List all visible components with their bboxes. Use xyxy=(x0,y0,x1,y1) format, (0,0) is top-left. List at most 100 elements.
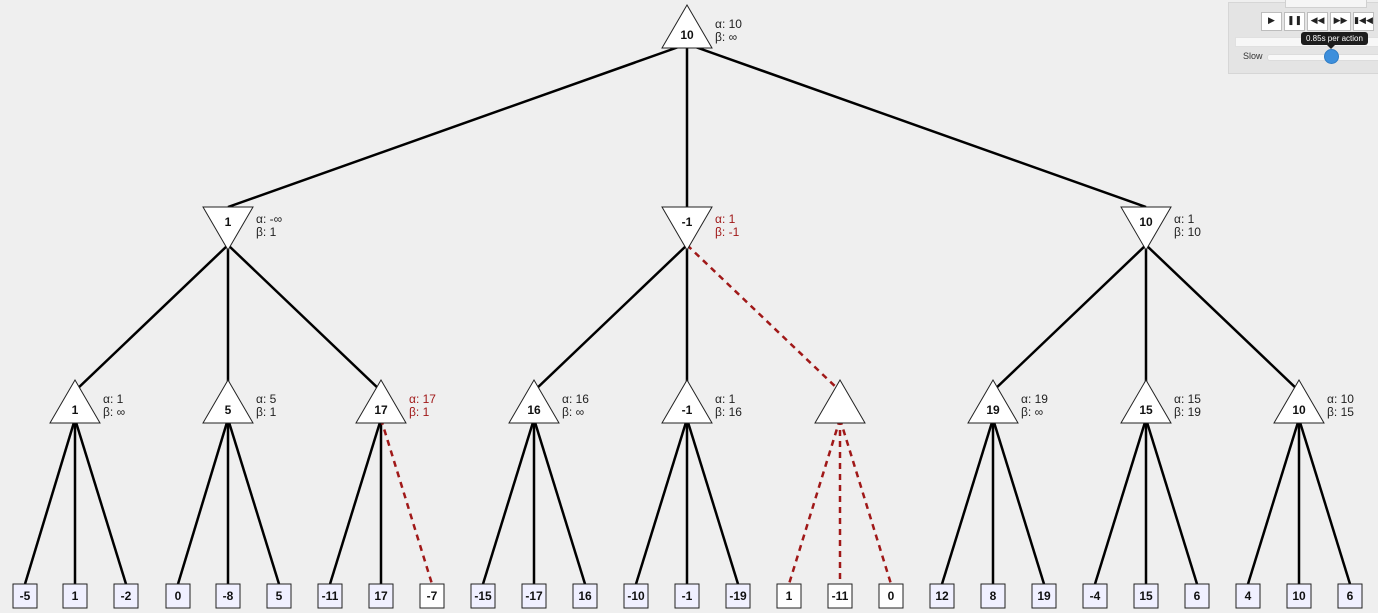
edge-min-1-to-max-3 xyxy=(533,244,688,392)
edge-max-3-to-leaf-11 xyxy=(532,418,587,585)
max-node-1-max-triangle xyxy=(202,379,254,424)
max-node-8-value: 10 xyxy=(1292,403,1306,417)
max-node-0-alpha: α: 1 xyxy=(103,392,124,406)
leaf-25-box xyxy=(1286,583,1312,609)
edge-max-4-to-leaf-12 xyxy=(634,418,689,585)
leaf-3-box xyxy=(165,583,191,609)
leaf-26-value: 6 xyxy=(1347,589,1354,603)
pause-icon: ❚❚ xyxy=(1286,16,1303,26)
leaf-21-value: -4 xyxy=(1090,589,1101,603)
leaf-16-value: -11 xyxy=(832,589,849,603)
min-node-2-value: 10 xyxy=(1139,215,1153,229)
leaf-23-box xyxy=(1184,583,1210,609)
edge-max-5-to-leaf-15 xyxy=(787,418,842,585)
skip-to-end-icon: ▮◀◀ xyxy=(1354,16,1373,26)
leaf-4-box xyxy=(215,583,241,609)
leaf-24-value: 4 xyxy=(1245,589,1252,603)
speed-slider-track[interactable] xyxy=(1267,54,1378,61)
max-node-1-beta: β: 1 xyxy=(256,405,277,419)
max-node-6-alpha: α: 19 xyxy=(1021,392,1048,406)
min-node-1-alpha: α: 1 xyxy=(715,212,736,226)
leaf-19-box xyxy=(980,583,1006,609)
leaf-18-value: 12 xyxy=(935,589,949,603)
playback-button-row: ▶ ❚❚ ◀◀ ▶▶ ▮◀◀ xyxy=(1261,12,1374,31)
edge-min-1-to-max-5 xyxy=(686,244,841,392)
leaf-20-box xyxy=(1031,583,1057,609)
max-node-1-value: 5 xyxy=(225,403,232,417)
max-node-0-max-triangle xyxy=(49,379,101,424)
leaf-20-value: 19 xyxy=(1037,589,1051,603)
leaf-24-box xyxy=(1235,583,1261,609)
pause-button[interactable]: ❚❚ xyxy=(1284,12,1305,31)
max-node-7-value: 15 xyxy=(1139,403,1153,417)
leaf-4-value: -8 xyxy=(223,589,234,603)
min-node-2-alpha: α: 1 xyxy=(1174,212,1195,226)
leaf-11-box xyxy=(572,583,598,609)
edge-max-0-to-leaf-2 xyxy=(73,418,128,585)
step-forward-button[interactable]: ▶▶ xyxy=(1330,12,1351,31)
step-forward-icon: ▶▶ xyxy=(1333,16,1348,26)
play-button[interactable]: ▶ xyxy=(1261,12,1282,31)
edge-max-0-to-leaf-0 xyxy=(23,418,77,585)
max-node-4-beta: β: 16 xyxy=(715,405,742,419)
leaf-6-box xyxy=(317,583,343,609)
max-node-8-max-triangle xyxy=(1273,379,1325,424)
max-node-2-value: 17 xyxy=(374,403,388,417)
leaf-2-value: -2 xyxy=(121,589,132,603)
leaf-7-box xyxy=(368,583,394,609)
leaf-12-value: -10 xyxy=(627,589,645,603)
max-node-3-alpha: α: 16 xyxy=(562,392,589,406)
edge-max-3-to-leaf-9 xyxy=(481,418,536,585)
playback-controls: ▶ ❚❚ ◀◀ ▶▶ ▮◀◀ 0.85s per action Slow xyxy=(1228,0,1378,74)
min-node-0-beta: β: 1 xyxy=(256,225,277,239)
leaf-10-value: -17 xyxy=(525,589,543,603)
leaf-2-box xyxy=(113,583,139,609)
leaf-26-box xyxy=(1337,583,1363,609)
speed-tooltip: 0.85s per action xyxy=(1301,32,1368,49)
leaf-12-box xyxy=(623,583,649,609)
step-back-button[interactable]: ◀◀ xyxy=(1307,12,1328,31)
max-node-8-alpha: α: 10 xyxy=(1327,392,1354,406)
edge-max-7-to-leaf-21 xyxy=(1093,418,1148,585)
edge-max-6-to-leaf-20 xyxy=(991,418,1046,585)
max-node-2-beta: β: 1 xyxy=(409,405,430,419)
speed-slider-thumb[interactable] xyxy=(1324,49,1339,64)
leaf-13-value: -1 xyxy=(682,589,693,603)
leaf-16-box xyxy=(827,583,853,609)
min-node-0-alpha: α: -∞ xyxy=(256,212,282,226)
controls-top-bar xyxy=(1285,0,1367,8)
step-back-icon: ◀◀ xyxy=(1310,16,1325,26)
root-node-alpha: α: 10 xyxy=(715,17,742,31)
max-node-1-alpha: α: 5 xyxy=(256,392,277,406)
skip-to-end-button[interactable]: ▮◀◀ xyxy=(1353,12,1374,31)
edge-max-8-to-leaf-26 xyxy=(1297,418,1352,585)
leaf-21-box xyxy=(1082,583,1108,609)
edge-min-0-to-max-2 xyxy=(227,244,382,392)
max-node-6-beta: β: ∞ xyxy=(1021,405,1043,419)
leaf-15-box xyxy=(776,583,802,609)
leaf-1-value: 1 xyxy=(72,589,79,603)
edge-max-1-to-leaf-3 xyxy=(176,418,230,585)
max-node-3-value: 16 xyxy=(527,403,541,417)
leaf-17-box xyxy=(878,583,904,609)
leaf-6-value: -11 xyxy=(322,589,339,603)
max-node-3-max-triangle xyxy=(508,379,560,424)
edge-max-8-to-leaf-24 xyxy=(1246,418,1301,585)
max-node-0-value: 1 xyxy=(72,403,79,417)
min-node-1-min-triangle xyxy=(661,206,713,251)
min-node-0-min-triangle xyxy=(202,206,254,251)
max-node-5-max-triangle xyxy=(814,379,866,424)
max-node-2-max-triangle xyxy=(355,379,407,424)
leaf-9-value: -15 xyxy=(474,589,492,603)
max-node-3-beta: β: ∞ xyxy=(562,405,584,419)
max-node-2-alpha: α: 17 xyxy=(409,392,436,406)
max-node-7-max-triangle xyxy=(1120,379,1172,424)
leaf-8-value: -7 xyxy=(427,589,438,603)
root-node-value: 10 xyxy=(680,28,694,42)
max-node-6-max-triangle xyxy=(967,379,1019,424)
leaf-22-value: 15 xyxy=(1139,589,1153,603)
leaf-14-box xyxy=(725,583,751,609)
edge-min-2-to-max-6 xyxy=(992,244,1147,392)
